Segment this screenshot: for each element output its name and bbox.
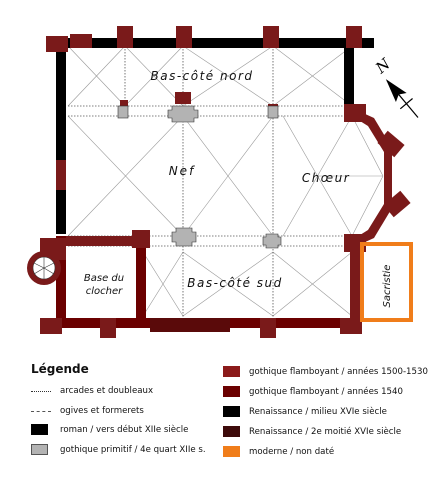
legend-item-renaissance-milieu: Renaissance / milieu XVIe siècle [249, 407, 387, 417]
room-label-nef: Nef [169, 164, 196, 178]
legend-item-flamboyant-1540: gothique flamboyant / années 1540 [249, 387, 403, 397]
stair-turret [27, 251, 61, 285]
legend-swatch-gothique-primitif [31, 444, 48, 455]
legend-swatch-renaissance-2e [223, 426, 240, 437]
room-label-choeur: Chœur [302, 171, 350, 185]
gothic-piers [117, 105, 282, 249]
north-label: N [371, 54, 394, 77]
legend-swatch-roman [31, 424, 48, 435]
room-label-base-du-clocher-line1: Base du [84, 273, 124, 284]
north-arrow-icon [385, 79, 419, 118]
legend-swatch-renaissance-milieu [223, 406, 240, 417]
legend-swatch-flamboyant-1500 [223, 366, 240, 377]
room-label-bas-cote-nord: Bas-côté nord [150, 69, 253, 83]
legend-item-arcades: arcades et doubleaux [60, 386, 154, 396]
legend-item-roman: roman / vers début XIIe siècle [60, 425, 189, 435]
legend-item-flamboyant-1500: gothique flamboyant / années 1500-1530 [249, 367, 428, 377]
legend-swatch-moderne [223, 446, 240, 457]
legend-dashed-line-icon [31, 411, 51, 412]
room-label-base-du-clocher-line2: clocher [86, 286, 123, 297]
room-label-sacristie: Sacristie [382, 265, 393, 308]
legend-item-moderne: moderne / non daté [249, 447, 335, 457]
room-label-bas-cote-sud: Bas-côté sud [187, 276, 282, 290]
vaulting-lines [67, 45, 384, 317]
legend-title: Légende [31, 362, 89, 376]
legend-item-renaissance-2e: Renaissance / 2e moitié XVIe siècle [249, 427, 402, 437]
legend-item-ogives: ogives et formerets [60, 406, 144, 416]
legend-swatch-flamboyant-1540 [223, 386, 240, 397]
legend-item-gothique-primitif: gothique primitif / 4e quart XIIe s. [60, 445, 206, 455]
legend-dotted-line-icon [31, 391, 51, 392]
church-floor-plan: Bas-côté nord Nef Chœur Bas-côté sud Bas… [27, 26, 419, 338]
sacristie-walls [360, 242, 413, 322]
